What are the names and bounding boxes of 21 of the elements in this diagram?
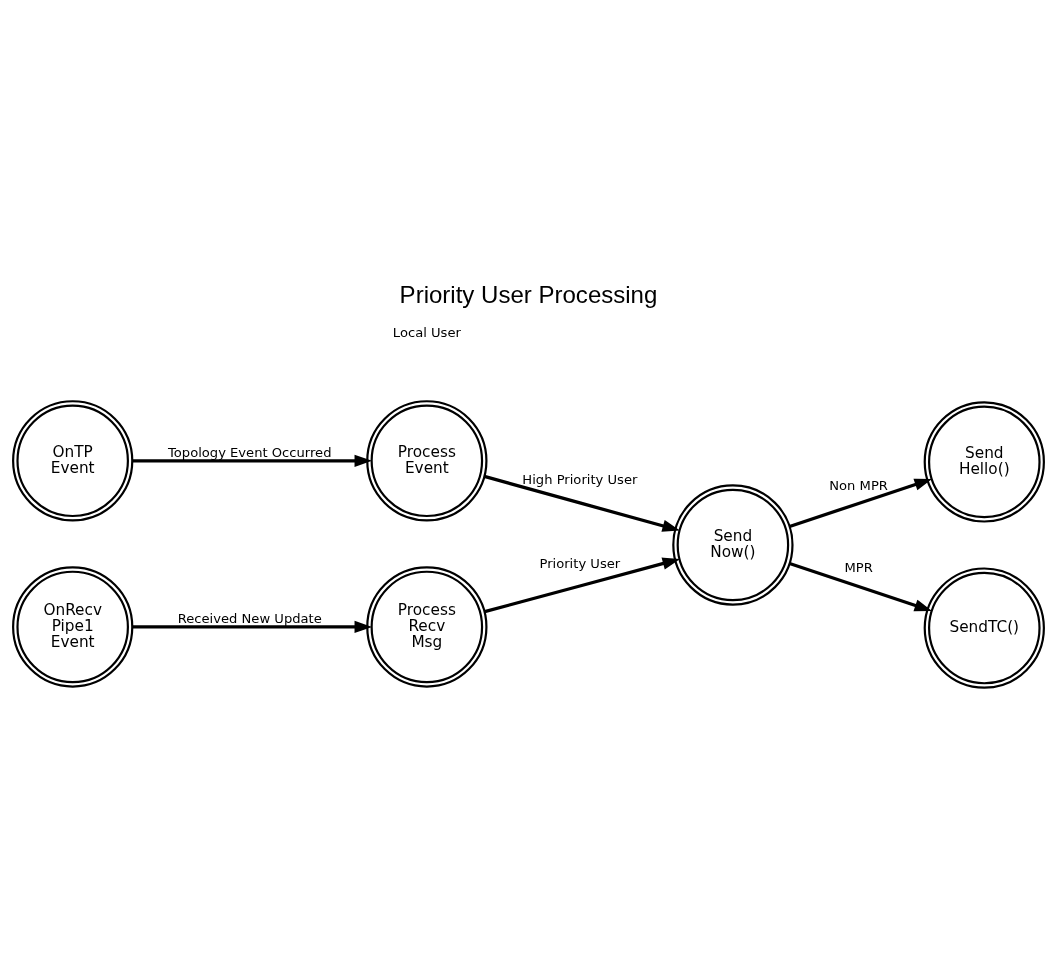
edge-label: MPR bbox=[844, 559, 873, 575]
node-circle: OnTP Event bbox=[12, 399, 134, 521]
arrow bbox=[132, 454, 373, 467]
arrow bbox=[132, 620, 373, 633]
node-circle: Process Event bbox=[366, 399, 488, 521]
node-circle: Send Now() bbox=[672, 483, 794, 606]
node-circle: Process Recv Msg bbox=[366, 565, 488, 688]
node-circle: OnRecv Pipe1 Event bbox=[12, 565, 134, 688]
edge-label: Topology Event Occurred bbox=[168, 444, 332, 460]
node-circle: SendTC() bbox=[923, 566, 1045, 689]
arrow bbox=[484, 557, 681, 613]
edge-label: Priority User bbox=[539, 555, 621, 570]
arrow bbox=[789, 478, 933, 528]
edge-label: Non MPR bbox=[829, 477, 888, 493]
node-circle: Send Hello() bbox=[923, 400, 1045, 523]
arrow bbox=[789, 561, 933, 611]
label: Local User bbox=[392, 324, 461, 340]
arrow bbox=[483, 474, 680, 532]
edge-label: Received New Update bbox=[177, 610, 322, 626]
edge-label: High Priority User bbox=[522, 471, 638, 487]
diagram-title: Priority User Processing bbox=[399, 280, 658, 308]
